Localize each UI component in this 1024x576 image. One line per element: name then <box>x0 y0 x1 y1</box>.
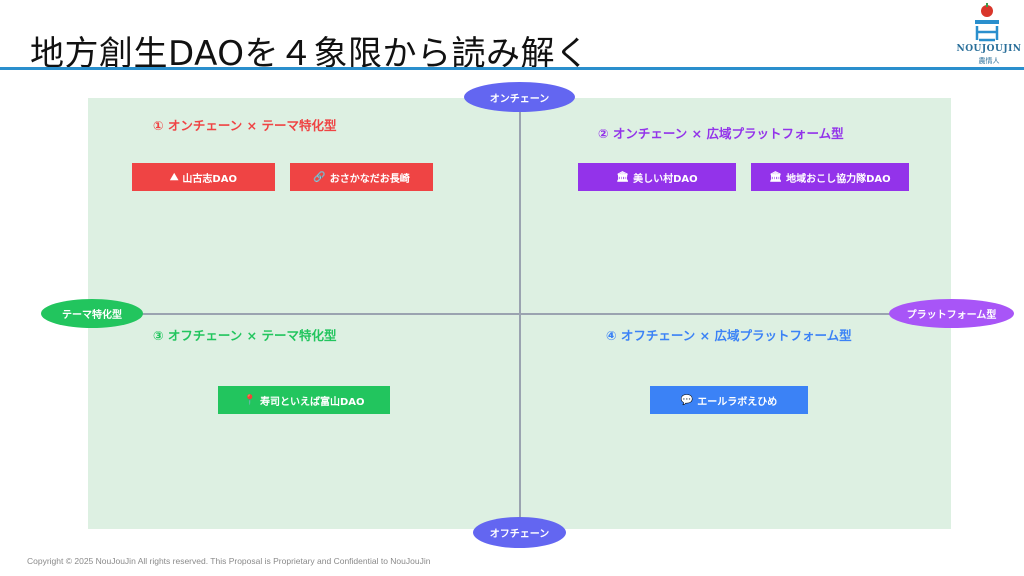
dao-tag-utsukushii-mura: 🏛 美しい村DAO <box>578 163 736 191</box>
mountain-icon: ⛰ <box>170 171 179 183</box>
dao-tag-label: 山古志DAO <box>182 173 237 185</box>
link-icon: 🔗 <box>313 171 326 183</box>
dao-tag-sushi-toyama: 📍 寿司といえば富山DAO <box>218 386 390 414</box>
horizontal-axis <box>88 313 951 315</box>
dao-tag-label: 寿司といえば富山DAO <box>259 396 365 408</box>
dao-tag-yell-lab-ehime: 💬 エールラボえひめ <box>650 386 808 414</box>
quadrant-1-title: ① オンチェーン × テーマ特化型 <box>153 118 337 133</box>
building-icon: 🏛 <box>769 171 783 183</box>
quadrant-4-title: ④ オフチェーン × 広域プラットフォーム型 <box>606 328 852 343</box>
dao-tag-label: エールラボえひめ <box>697 396 778 408</box>
logo-subtext: 農情人 <box>978 57 1000 65</box>
dao-tag-label: 地域おこし協力隊DAO <box>786 173 891 185</box>
axis-label-left: テーマ特化型 <box>41 299 143 328</box>
noujoujin-logo-icon <box>975 3 999 42</box>
dao-tag-yamakoshi: ⛰ 山古志DAO <box>132 163 275 191</box>
axis-label-right: プラットフォーム型 <box>889 299 1014 328</box>
dao-tag-chiiki-okoshi: 🏛 地域おこし協力隊DAO <box>751 163 909 191</box>
speech-bubble-icon: 💬 <box>680 394 694 406</box>
dao-tag-label: おさかなだお長崎 <box>329 173 410 185</box>
dao-tag-osakana-nagasaki: 🔗 おさかなだお長崎 <box>290 163 433 191</box>
axis-label-bottom: オフチェーン <box>473 517 566 548</box>
quadrant-3-title: ③ オフチェーン × テーマ特化型 <box>153 328 337 343</box>
title-underline <box>0 67 1024 70</box>
footer-copyright: Copyright © 2025 NouJouJin All rights re… <box>27 556 431 566</box>
building-icon: 🏛 <box>616 171 630 183</box>
dao-tag-label: 美しい村DAO <box>633 173 698 185</box>
logo-wordmark: NOUJOUJIN <box>956 44 1022 54</box>
axis-label-top: オンチェーン <box>464 82 575 112</box>
quadrant-2-title: ② オンチェーン × 広域プラットフォーム型 <box>598 126 844 141</box>
pin-icon: 📍 <box>243 394 256 406</box>
